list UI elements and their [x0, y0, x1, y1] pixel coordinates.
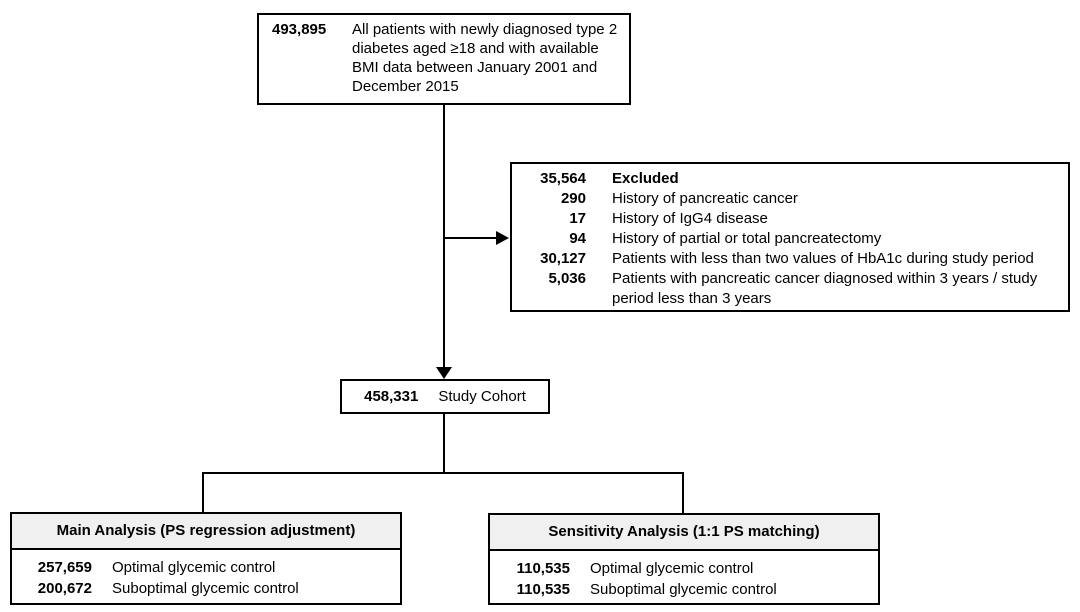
excluded-item-label: History of IgG4 disease	[612, 210, 768, 227]
analysis-label: Suboptimal glycemic control	[590, 581, 777, 598]
analysis-count: 110,535	[516, 581, 570, 598]
excluded-item-label: Patients with less than two values of Hb…	[612, 250, 1034, 267]
excluded-item-row: 94 History of partial or total pancreate…	[524, 229, 1058, 249]
excluded-total-count: 35,564	[540, 170, 586, 187]
excluded-item-label: Patients with pancreatic cancer diagnose…	[612, 270, 1038, 307]
study-cohort-label: Study Cohort	[438, 388, 526, 405]
study-cohort-count: 458,331	[364, 388, 419, 405]
excluded-item-count: 30,127	[540, 250, 586, 267]
excluded-item-row: 30,127 Patients with less than two value…	[524, 249, 1058, 269]
split-right-stub-line	[682, 472, 684, 513]
analysis-row: 257,659 Optimal glycemic control	[26, 557, 400, 578]
excluded-item-row: 17 History of IgG4 disease	[524, 209, 1058, 229]
split-left-stub-line	[202, 472, 204, 512]
enrollment-count: 493,895	[272, 21, 327, 38]
arrow-down-icon	[436, 367, 452, 379]
excluded-item-row: 290 History of pancreatic cancer	[524, 189, 1058, 209]
sensitivity-analysis-body: 110,535 Optimal glycemic control 110,535…	[490, 551, 878, 600]
excluded-item-row: 5,036 Patients with pancreatic cancer di…	[524, 269, 1058, 309]
study-cohort-box: 458,331 Study Cohort	[340, 379, 550, 414]
arrow-right-icon	[496, 231, 509, 245]
enrollment-description: All patients with newly diagnosed type 2…	[352, 21, 618, 95]
excluded-item-label: History of partial or total pancreatecto…	[612, 230, 882, 247]
analysis-label: Suboptimal glycemic control	[112, 580, 299, 597]
analysis-row: 110,535 Suboptimal glycemic control	[504, 579, 878, 600]
split-horizontal-line	[202, 472, 684, 474]
analysis-label: Optimal glycemic control	[112, 559, 276, 576]
excluded-item-count: 5,036	[548, 270, 586, 287]
analysis-label: Optimal glycemic control	[590, 560, 754, 577]
main-analysis-header: Main Analysis (PS regression adjustment)	[12, 514, 400, 550]
analysis-count: 110,535	[516, 560, 570, 577]
analysis-row: 200,672 Suboptimal glycemic control	[26, 578, 400, 599]
analysis-row: 110,535 Optimal glycemic control	[504, 558, 878, 579]
sensitivity-analysis-header: Sensitivity Analysis (1:1 PS matching)	[490, 515, 878, 551]
connector-cohort-to-split-line	[443, 414, 445, 473]
excluded-item-count: 17	[569, 210, 586, 227]
excluded-total-row: 35,564 Excluded	[524, 169, 1058, 189]
enrollment-box: 493,895 All patients with newly diagnose…	[257, 13, 631, 105]
main-analysis-body: 257,659 Optimal glycemic control 200,672…	[12, 550, 400, 599]
connector-top-to-cohort-line	[443, 105, 445, 368]
excluded-item-count: 94	[569, 230, 586, 247]
excluded-total-label: Excluded	[612, 170, 679, 187]
excluded-item-label: History of pancreatic cancer	[612, 190, 798, 207]
main-analysis-box: Main Analysis (PS regression adjustment)…	[10, 512, 402, 605]
connector-to-excluded-line	[444, 237, 497, 239]
analysis-count: 257,659	[37, 559, 92, 576]
excluded-item-count: 290	[560, 190, 586, 207]
sensitivity-analysis-box: Sensitivity Analysis (1:1 PS matching) 1…	[488, 513, 880, 605]
excluded-box: 35,564 Excluded 290 History of pancreati…	[510, 162, 1070, 312]
analysis-count: 200,672	[37, 580, 92, 597]
